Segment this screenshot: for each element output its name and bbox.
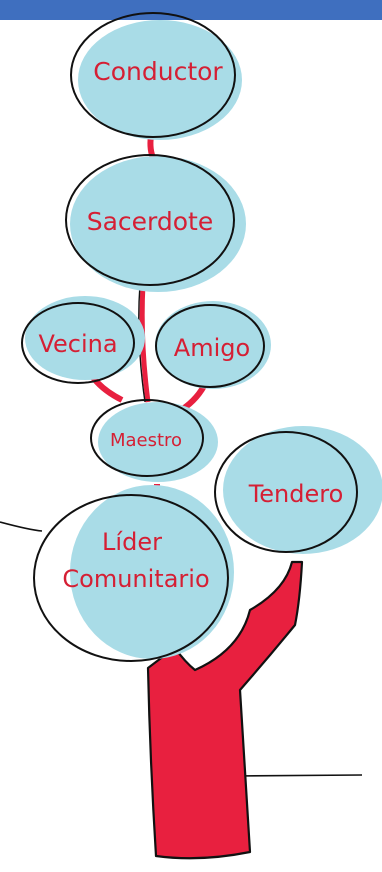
label-sacerdote: Sacerdote (87, 207, 214, 236)
pointer-line-left (0, 521, 43, 532)
label-amigo: Amigo (174, 334, 250, 362)
node-conductor: Conductor (70, 12, 242, 140)
label-lider-line2: Comunitario (62, 565, 209, 593)
label-tendero: Tendero (248, 480, 344, 508)
label-lider-line1: Líder (102, 528, 162, 556)
node-tendero: Tendero (214, 426, 382, 554)
node-sacerdote: Sacerdote (65, 154, 246, 292)
branch-vecina-maestro (89, 374, 124, 403)
label-vecina: Vecina (38, 330, 117, 358)
header-bar (0, 0, 382, 20)
pointer-line-right (233, 774, 363, 777)
node-maestro: Maestro (90, 399, 218, 482)
node-amigo: Amigo (155, 301, 271, 389)
trunk (146, 560, 304, 860)
label-maestro: Maestro (110, 430, 182, 451)
node-lider-comunitario: Líder Comunitario (33, 485, 234, 662)
label-conductor: Conductor (93, 57, 223, 86)
node-vecina: Vecina (21, 296, 145, 384)
